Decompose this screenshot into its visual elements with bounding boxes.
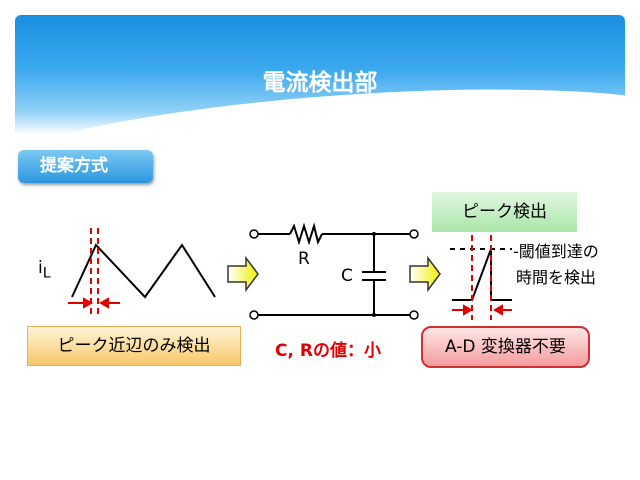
current-waveform (71, 243, 216, 299)
title-banner: 電流検出部 (15, 15, 625, 135)
proposal-tag: 提案方式 (18, 150, 153, 183)
current-label: iL (38, 258, 51, 281)
peak-near-box: ピーク近辺のみ検出 (27, 326, 241, 366)
pulse-waveform (452, 248, 512, 301)
current-subscript: L (42, 265, 51, 282)
threshold-text-1: -閾値到達の (513, 242, 599, 261)
arrow-right-icon (227, 255, 259, 293)
slide-title: 電流検出部 (262, 70, 378, 96)
peak-detect-box: ピーク検出 (432, 192, 577, 232)
capacitor-label: C (341, 266, 353, 286)
rc-value-note: C, Rの値：小 (275, 341, 381, 361)
ad-unneeded-box: A-D 変換器不要 (421, 326, 590, 368)
threshold-text-2: 時間を検出 (516, 268, 597, 287)
resistor-symbol (289, 222, 323, 246)
arrow-right-icon (409, 255, 441, 293)
current-symbol: i (38, 258, 43, 278)
resistor-label: R (298, 249, 310, 269)
